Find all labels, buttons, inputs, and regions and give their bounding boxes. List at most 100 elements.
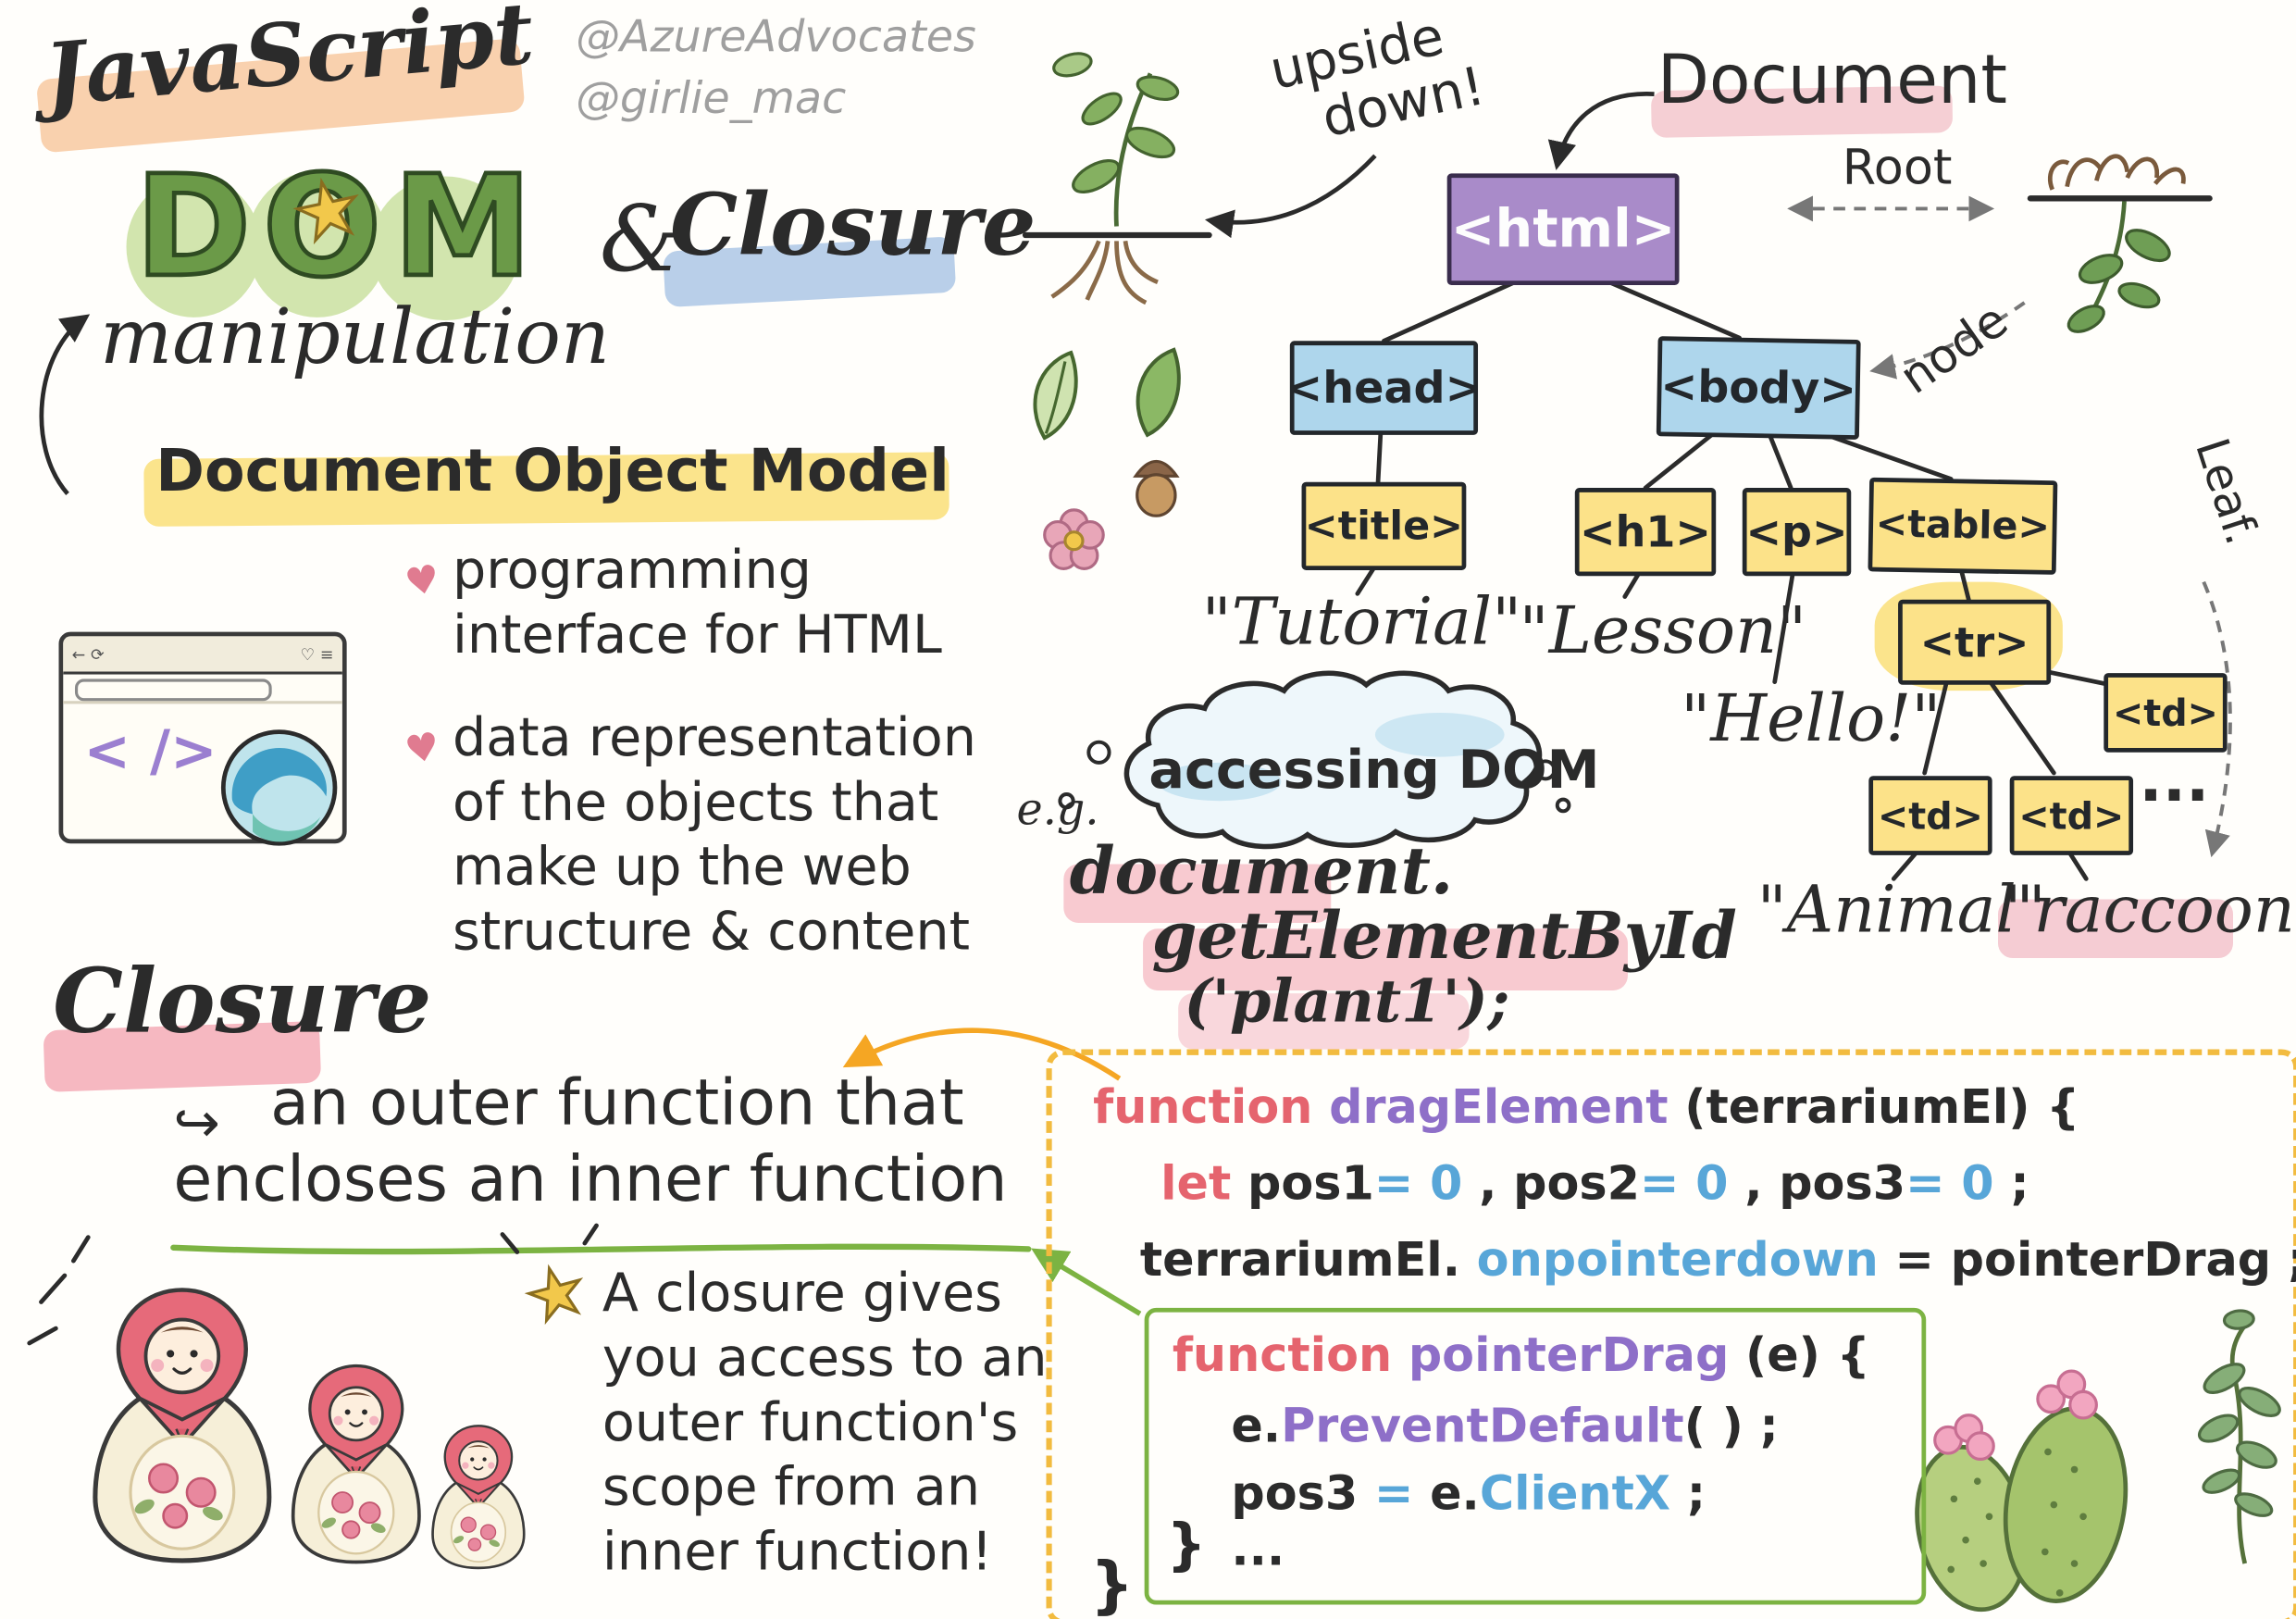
closure-section-heading: Closure	[53, 951, 432, 1054]
edge-browser-logo-icon	[220, 729, 338, 846]
arrow-title-curl	[39, 314, 91, 495]
root-label: Root	[1842, 138, 1953, 196]
root-plant-illustration	[2027, 154, 2213, 333]
eg-label: e.g.	[1016, 784, 1099, 837]
code-line-5: e.PreventDefault( ) ;	[1231, 1398, 1778, 1453]
title-text-value: "Tutorial"	[1201, 584, 1522, 660]
tree-node-head: <head>	[1285, 341, 1483, 435]
h1-text-value: "Lesson"	[1519, 593, 1807, 669]
code-token: terrariumEl.	[1139, 1231, 1477, 1288]
code-token: ;	[1993, 1154, 2029, 1212]
code-brackets-glyph: < />	[83, 718, 217, 784]
code-sample-panel: function dragElement (terrariumEl) { let…	[1046, 1049, 2296, 1619]
closure-definition-line1: an outer function that	[270, 1066, 964, 1140]
bullet2-line1: data representation	[452, 708, 976, 769]
accessing-dom-cloud-label: accessing DOM	[1148, 741, 1600, 802]
dom-green-blob-1	[126, 176, 262, 318]
inner-closing-brace: }	[1166, 1512, 1207, 1577]
code-token: onpointerdown	[1476, 1231, 1879, 1288]
dom-green-blob-3	[370, 176, 520, 321]
closure-note-line3: outer function's	[602, 1392, 1019, 1454]
code-line-1: function dragElement (terrariumEl) {	[1093, 1078, 2079, 1134]
code-token: ClientX	[1479, 1464, 1671, 1522]
code-token: e.	[1430, 1464, 1480, 1522]
code-line-2: let pos1= 0 , pos2= 0 , pos3= 0 ;	[1160, 1155, 2029, 1211]
code-token: function	[1172, 1326, 1409, 1383]
outer-closing-brace: }	[1089, 1549, 1135, 1619]
code-token: ( ) ;	[1683, 1397, 1779, 1454]
code-token: , pos2	[1462, 1154, 1640, 1212]
browser-addressbar-row	[63, 675, 342, 704]
access-line2-highlight	[1143, 928, 1628, 990]
browser-toolbar: ← ⟳ ♡ ≡	[63, 636, 342, 675]
closure-star-icon: ★	[515, 1246, 597, 1341]
credit-handle-2: @girlie_mac	[576, 73, 847, 125]
code-token: (terrariumEl) {	[1684, 1078, 2080, 1135]
node-label: node	[1889, 292, 2018, 405]
credit-handle-1: @AzureAdvocates	[576, 11, 976, 64]
page-title-manipulation: manipulation	[99, 293, 611, 382]
bullet2-line3: make up the web	[452, 837, 912, 898]
browser-menu-icons: ♡ ≡	[300, 644, 334, 664]
tree-node-body: <body>	[1656, 336, 1861, 440]
access-line3-highlight	[1178, 993, 1470, 1050]
matryoshka-dolls-illustration	[27, 1223, 599, 1570]
code-line-7: ...	[1231, 1521, 1285, 1576]
dom-green-blob-2	[246, 170, 389, 318]
code-token: e.	[1231, 1397, 1282, 1454]
tree-node-p: <p>	[1742, 488, 1852, 577]
bullet2-line2: of the objects that	[452, 773, 939, 834]
code-line-4: function pointerDrag (e) {	[1173, 1327, 1870, 1383]
bullet1-line1: programming	[452, 541, 812, 602]
code-token: pos1	[1247, 1154, 1374, 1212]
page-title-closure: Closure	[669, 174, 1036, 275]
code-token: pos3	[1231, 1464, 1374, 1522]
browser-nav-icons: ← ⟳	[71, 644, 105, 664]
leaves-acorn-flower-illustration	[1033, 347, 1181, 570]
tree-node-table: <table>	[1868, 477, 2058, 575]
page-title-dom: DOM	[133, 146, 544, 309]
access-code-line3: ('plant1');	[1184, 966, 1510, 1037]
code-token: = pointerDrag ;	[1878, 1231, 2296, 1288]
code-token: let	[1160, 1154, 1247, 1212]
code-token: =	[1373, 1464, 1431, 1522]
td3-text-value: "raccoon"	[2004, 872, 2296, 948]
code-line-6: pos3 = e.ClientX ;	[1231, 1465, 1706, 1521]
code-token: = 0	[1905, 1154, 1994, 1212]
tree-node-html: <html>	[1446, 173, 1680, 285]
dom-section-heading: Document Object Model	[155, 438, 949, 506]
tree-node-h1: <h1>	[1574, 488, 1717, 577]
code-token: dragElement	[1329, 1078, 1685, 1135]
bullet2-line4: structure & content	[452, 902, 971, 963]
title-ampersand: &	[599, 185, 681, 293]
hook-arrow-icon: ↪	[173, 1090, 220, 1155]
closure-definition-line2: encloses an inner function	[173, 1143, 1008, 1217]
code-token: ;	[1670, 1464, 1706, 1522]
tree-node-tr: <tr>	[1898, 599, 2052, 685]
code-token: = 0	[1373, 1154, 1463, 1212]
closure-note-line5: inner function!	[602, 1522, 993, 1583]
arrow-upside-down-to-plant	[1204, 154, 1377, 239]
heart-bullet-icon: ♥	[402, 556, 444, 607]
tree-node-td-3: <td>	[2009, 776, 2134, 855]
code-token: = 0	[1639, 1154, 1729, 1212]
leaf-label: Leaf.	[2184, 431, 2268, 552]
upside-down-note: upside down!	[1265, 4, 1490, 158]
sprout-plant-illustration	[1022, 52, 1212, 305]
code-token: , pos3	[1728, 1154, 1906, 1212]
tree-node-title: <title>	[1301, 481, 1467, 570]
document-label: Document	[1657, 39, 2008, 119]
bullet1-line2: interface for HTML	[452, 605, 942, 666]
code-line-3: terrariumEl. onpointerdown = pointerDrag…	[1140, 1231, 2296, 1287]
p-text-value: "Hello!"	[1681, 681, 1942, 757]
green-underline	[170, 1243, 1032, 1255]
closure-note-line2: you access to an	[602, 1328, 1048, 1389]
td2-text-value: "Animal"	[1756, 872, 2046, 948]
heart-bullet-icon: ♥	[402, 724, 444, 775]
inner-function-box: function pointerDrag (e) { e.PreventDefa…	[1144, 1307, 1927, 1605]
code-token: pointerDrag	[1408, 1326, 1745, 1383]
access-line1-highlight	[1063, 864, 1332, 923]
tree-node-td-2: <td>	[1868, 776, 1992, 855]
